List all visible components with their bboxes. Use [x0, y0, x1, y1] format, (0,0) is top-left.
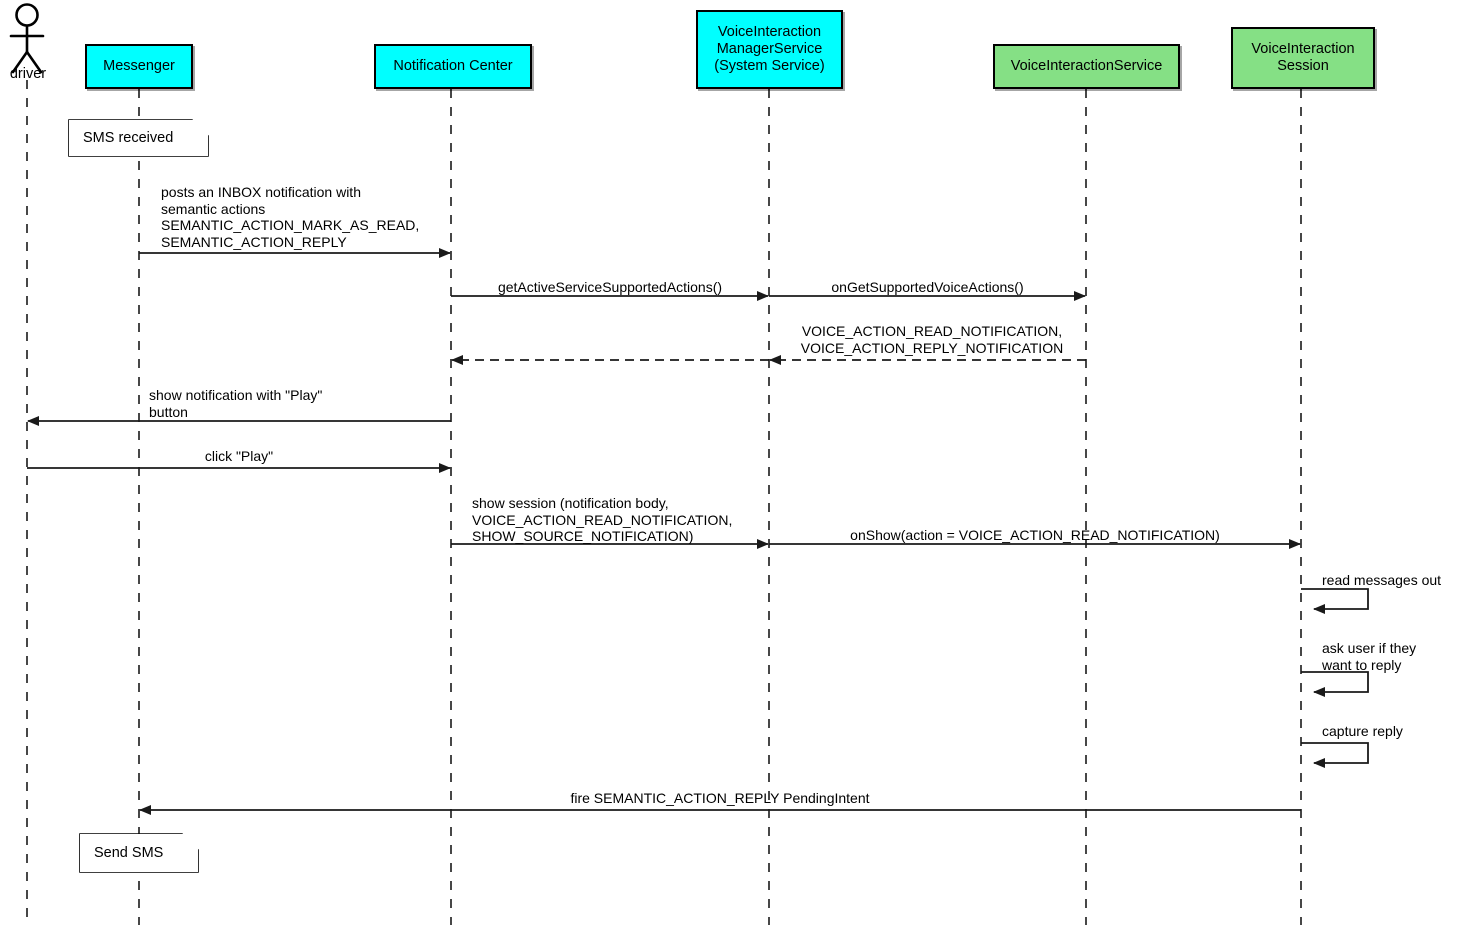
msg-get-active-service-supported-actions-label: getActiveServiceSupportedActions() — [497, 279, 723, 295]
msg-return-voice-actions-vis-to-vims-label: VOICE_ACTION_READ_NOTIFICATION, VOICE_AC… — [800, 323, 1064, 356]
msg-click-play-label: click "Play" — [204, 448, 274, 464]
msg-post-inbox-notification-label: posts an INBOX notification with semanti… — [161, 184, 420, 250]
lifeline-header-vims[interactable]: VoiceInteraction ManagerService (System … — [696, 10, 843, 89]
lifeline-header-label: VoiceInteraction ManagerService (System … — [714, 24, 825, 74]
lifeline-header-vis[interactable]: VoiceInteractionService — [993, 44, 1180, 89]
lifeline-header-label: Messenger — [103, 58, 175, 74]
lifeline-header-label: VoiceInteractionService — [1010, 58, 1163, 74]
self-ask-user-if-want-reply-label: ask user if they want to reply — [1322, 640, 1417, 673]
self-ask-user-if-want-reply — [1301, 671, 1369, 697]
note-text: SMS received — [83, 130, 174, 146]
self-read-messages-out — [1301, 588, 1369, 614]
lifeline-header-session[interactable]: VoiceInteraction Session — [1231, 27, 1375, 89]
msg-show-notification-with-play-button-label: show notification with "Play" button — [149, 387, 323, 420]
lifelines-group — [26, 80, 1302, 925]
lifeline-header-messenger[interactable]: Messenger — [85, 44, 193, 89]
lifeline-header-label: VoiceInteraction Session — [1251, 41, 1355, 74]
lifeline-header-notifcenter[interactable]: Notification Center — [374, 44, 532, 89]
actor-label-driver: driver — [9, 66, 47, 82]
self-capture-reply — [1301, 742, 1369, 768]
note-send-sms: Send SMS — [80, 834, 198, 872]
lifeline-header-label: Notification Center — [393, 58, 513, 74]
msg-on-show-action-read-notification-label: onShow(action = VOICE_ACTION_READ_NOTIFI… — [850, 527, 1220, 543]
self-read-messages-out-label: read messages out — [1322, 572, 1442, 588]
messages-group — [27, 248, 1301, 815]
note-sms-received: SMS received — [69, 120, 208, 156]
self-messages-group — [1301, 588, 1369, 768]
msg-on-get-supported-voice-actions-label: onGetSupportedVoiceActions() — [831, 279, 1024, 295]
msg-fire-semantic-action-reply-pendingintent-label: fire SEMANTIC_ACTION_REPLY PendingIntent — [570, 790, 870, 806]
note-text: Send SMS — [94, 845, 164, 861]
self-capture-reply-label: capture reply — [1322, 723, 1403, 739]
msg-show-session-label: show session (notification body, VOICE_A… — [472, 495, 733, 544]
stick-figure-actor-icon — [9, 3, 45, 74]
